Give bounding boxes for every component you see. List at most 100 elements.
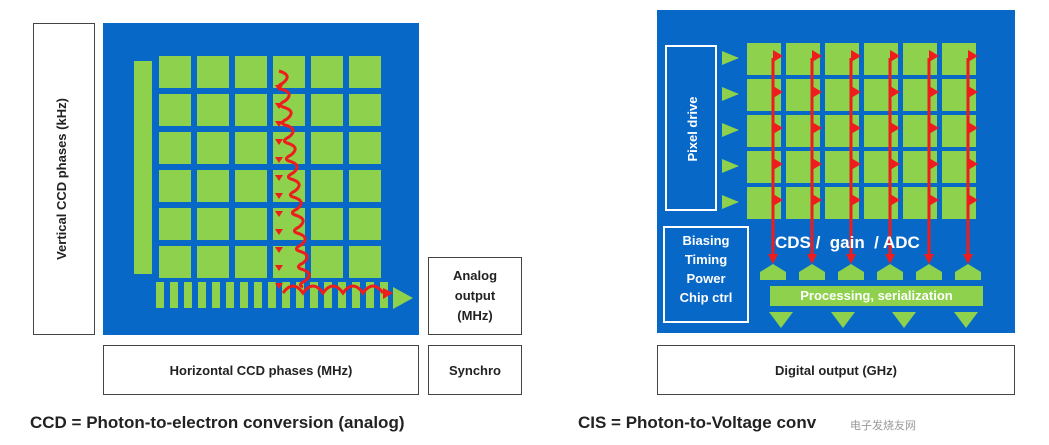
cis-pixel-marker bbox=[851, 50, 861, 62]
processing-bar bbox=[770, 286, 983, 306]
cis-adc-unit bbox=[760, 264, 786, 280]
cis-adc-unit bbox=[877, 264, 903, 280]
cis-adc-unit bbox=[799, 264, 825, 280]
ccd-pixel bbox=[197, 132, 229, 164]
ccd-pixel bbox=[235, 208, 267, 240]
analog-output-box: Analog output (MHz) bbox=[428, 257, 522, 335]
ccd-transfer-arrowhead bbox=[275, 211, 283, 217]
row-drive-arrow bbox=[722, 87, 739, 101]
ccd-pixel bbox=[159, 246, 191, 278]
analog-output-line-3: (MHz) bbox=[457, 308, 493, 323]
ccd-pixel bbox=[197, 170, 229, 202]
ccd-transfer-arrowhead bbox=[275, 265, 283, 271]
cis-caption: CIS = Photon-to-Voltage conv bbox=[578, 413, 817, 432]
cis-pixel-marker bbox=[929, 50, 939, 62]
cis-pixel-marker bbox=[773, 86, 783, 98]
ccd-pixel bbox=[159, 94, 191, 126]
control-chipctrl-label: Chip ctrl bbox=[679, 290, 733, 305]
cis-output-arrow bbox=[954, 312, 978, 328]
ccd-pixel bbox=[197, 94, 229, 126]
cis-pixel-marker bbox=[929, 86, 939, 98]
vertical-ccd-phases-box bbox=[33, 23, 95, 335]
digital-output-box: Digital output (GHz) bbox=[657, 345, 1015, 395]
cis-pixel-marker bbox=[968, 50, 978, 62]
ccd-register-cell bbox=[184, 282, 192, 308]
ccd-pixel bbox=[159, 56, 191, 88]
cis-pixel-marker bbox=[812, 122, 822, 134]
cis-pixel-marker bbox=[968, 158, 978, 170]
horizontal-ccd-phases-label: Horizontal CCD phases (MHz) bbox=[169, 362, 353, 378]
cis-pixel-marker bbox=[851, 86, 861, 98]
ccd-charge-transfer-arrows bbox=[275, 69, 393, 299]
cis-output-arrow bbox=[769, 312, 793, 328]
cis-pixel-marker bbox=[851, 122, 861, 134]
pixel-drive-label: Pixel drive bbox=[685, 96, 700, 162]
ccd-register-cell bbox=[198, 282, 206, 308]
ccd-pixel bbox=[159, 170, 191, 202]
ccd-transfer-arrowhead bbox=[275, 85, 283, 91]
ccd-register-cell bbox=[268, 282, 276, 308]
ccd-horizontal-register bbox=[156, 282, 388, 308]
ccd-register-cell bbox=[296, 282, 304, 308]
ccd-pixel bbox=[349, 132, 381, 164]
ccd-transfer-arrowhead bbox=[275, 193, 283, 199]
cis-pixel-grid bbox=[747, 43, 976, 219]
cis-pixel-marker bbox=[812, 86, 822, 98]
ccd-pixel bbox=[235, 170, 267, 202]
cis-output-arrow bbox=[892, 312, 916, 328]
ccd-transfer-arrowhead bbox=[275, 247, 283, 253]
ccd-register-cell bbox=[338, 282, 346, 308]
cis-pixel-marker bbox=[929, 158, 939, 170]
cis-adc-unit bbox=[955, 264, 981, 280]
synchro-label: Synchro bbox=[448, 362, 501, 378]
processing-serialization-label: Processing, serialization bbox=[800, 288, 953, 303]
cis-pixel-marker bbox=[890, 86, 900, 98]
control-timing-label: Timing bbox=[684, 252, 728, 267]
watermark: 电子发烧友网 bbox=[850, 420, 916, 432]
cis-adc-unit bbox=[916, 264, 942, 280]
horizontal-ccd-phases-box: Horizontal CCD phases (MHz) bbox=[103, 345, 419, 395]
cis-pixel-marker bbox=[812, 194, 822, 206]
ccd-register-cell bbox=[282, 282, 290, 308]
cis-pixel-marker bbox=[929, 194, 939, 206]
cis-column-arrowhead bbox=[807, 254, 817, 264]
ccd-pixel bbox=[197, 208, 229, 240]
digital-output-label: Digital output (GHz) bbox=[774, 362, 898, 378]
cis-pixel-marker bbox=[968, 194, 978, 206]
cis-pixel-marker bbox=[890, 50, 900, 62]
ccd-register-cell bbox=[212, 282, 220, 308]
ccd-register-cell bbox=[226, 282, 234, 308]
cis-output-arrow bbox=[831, 312, 855, 328]
cis-output-arrows bbox=[769, 312, 978, 328]
ccd-pixel bbox=[311, 56, 343, 88]
ccd-pixel bbox=[349, 208, 381, 240]
ccd-pixel bbox=[311, 208, 343, 240]
ccd-pixel bbox=[349, 56, 381, 88]
row-drive-arrow bbox=[722, 159, 739, 173]
ccd-register-cell bbox=[170, 282, 178, 308]
row-drive-arrow bbox=[722, 51, 739, 65]
cis-pixel-markers bbox=[773, 50, 978, 206]
cis-pixel-marker bbox=[890, 194, 900, 206]
ccd-transfer-arrowhead bbox=[275, 139, 283, 145]
cis-pixel-marker bbox=[968, 86, 978, 98]
cis-pixel-marker bbox=[851, 194, 861, 206]
ccd-horizontal-transfer-path bbox=[281, 284, 385, 296]
ccd-horizontal-arrowhead bbox=[383, 288, 393, 299]
cis-pixel-marker bbox=[773, 122, 783, 134]
ccd-pixel bbox=[349, 246, 381, 278]
analog-output-line-1: Analog bbox=[452, 268, 498, 283]
ccd-pixel bbox=[197, 56, 229, 88]
ccd-pixel bbox=[273, 56, 305, 88]
synchro-box: Synchro bbox=[428, 345, 522, 395]
cds-gain-adc-label: CDS / gain / ADC bbox=[775, 233, 920, 252]
control-block-box bbox=[663, 226, 749, 323]
cis-column-lines bbox=[768, 58, 973, 264]
cis-column-arrowhead bbox=[885, 254, 895, 264]
cis-pixel-marker bbox=[812, 158, 822, 170]
cis-adc-unit bbox=[838, 264, 864, 280]
ccd-register-cell bbox=[254, 282, 262, 308]
pixel-drive-box bbox=[665, 45, 717, 211]
ccd-register-cell bbox=[324, 282, 332, 308]
ccd-register-cell bbox=[156, 282, 164, 308]
